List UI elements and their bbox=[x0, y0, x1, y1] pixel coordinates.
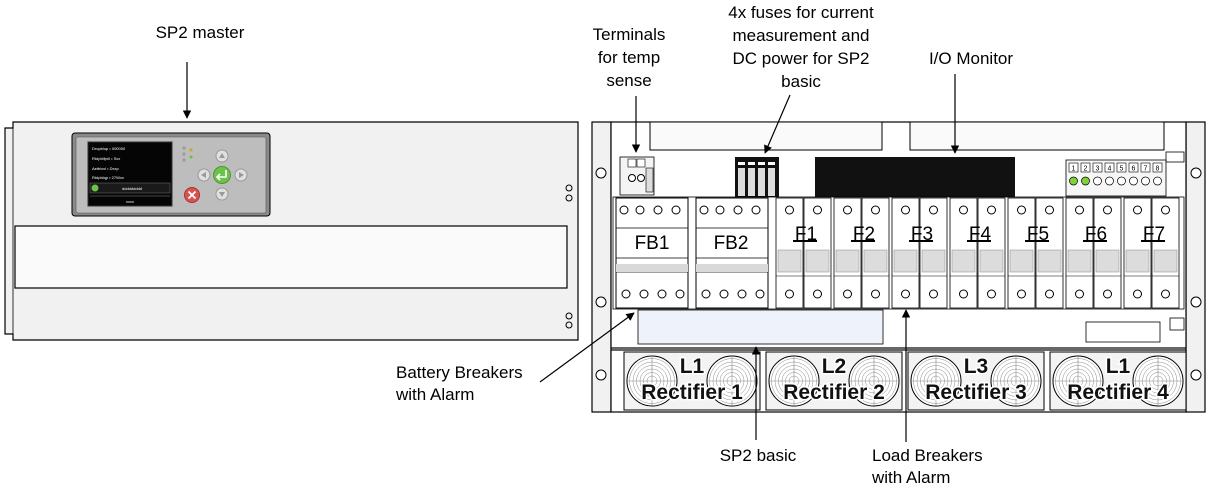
fuses-arrow bbox=[764, 94, 791, 154]
led-indicator bbox=[182, 146, 186, 150]
rectifier-phase: L1 bbox=[1106, 355, 1131, 378]
io-terminal-screw bbox=[1081, 176, 1090, 186]
rectifier-name: Rectifier 2 bbox=[783, 381, 885, 404]
battery-breakers-arrow bbox=[539, 312, 635, 383]
load-breaker-f6: F6 bbox=[1065, 197, 1122, 309]
io-terminal-screw bbox=[1093, 176, 1102, 186]
load-breaker-label: F7 bbox=[1143, 224, 1165, 245]
lcd-footer: xxxx bbox=[126, 199, 134, 204]
enter-icon bbox=[215, 170, 227, 181]
sp2-basic-label: SP2 basic bbox=[720, 446, 797, 465]
io-terminal-number: 1 bbox=[1072, 166, 1076, 173]
up-arrow-icon bbox=[219, 153, 225, 158]
enter-key bbox=[213, 166, 231, 184]
right-arrow-icon bbox=[239, 172, 244, 178]
lcd-row-3: Aetblxxl • Dxxp bbox=[92, 166, 120, 171]
load-breaker-label: F2 bbox=[853, 224, 875, 245]
io-terminal-screw bbox=[1141, 176, 1150, 186]
rectifier-phase: L2 bbox=[822, 355, 847, 378]
load-breaker-label: F6 bbox=[1085, 224, 1107, 245]
led-indicator bbox=[189, 155, 193, 159]
io-terminal-screw bbox=[1153, 176, 1162, 186]
load-breaker-rail: F1 F2 F3 F4 F5 F6 F7 bbox=[775, 197, 1180, 309]
io-terminal-number: 8 bbox=[1156, 166, 1160, 173]
rectifier-name: Rectifier 1 bbox=[641, 381, 743, 404]
lcd-row-1: Dropblup • 000000 bbox=[92, 146, 126, 151]
io-terminal-number: 2 bbox=[1084, 166, 1088, 173]
load-breakers-label-line-1: Load Breakers bbox=[872, 446, 983, 465]
fuses-label-line-3: DC power for SP2 bbox=[733, 49, 870, 68]
lcd-row-4: Rtdpblqp • 27Wxx bbox=[92, 175, 124, 180]
fuses-label-line-1: 4x fuses for current bbox=[728, 3, 874, 22]
load-breaker-f5: F5 bbox=[1007, 197, 1064, 309]
io-monitor-block bbox=[815, 157, 1015, 197]
io-terminal-screw bbox=[1117, 176, 1126, 186]
lcd-status: ddddddddd bbox=[122, 186, 142, 191]
io-terminal-number: 3 bbox=[1096, 166, 1100, 173]
load-breaker-f2: F2 bbox=[833, 197, 890, 309]
lcd-ok-icon bbox=[91, 184, 99, 192]
led-indicator bbox=[189, 148, 193, 152]
rack-ear-left bbox=[591, 121, 612, 413]
load-breaker-f7: F7 bbox=[1123, 197, 1180, 309]
io-monitor-label: I/O Monitor bbox=[929, 49, 1013, 68]
fuses-label-line-2: measurement and bbox=[732, 26, 869, 45]
master-lcd-display: Dropblup • 000000 Rtdpblfpril • Sxx Aetb… bbox=[87, 141, 173, 207]
battery-breakers-label-line-1: Battery Breakers bbox=[396, 363, 523, 382]
io-terminal-screw bbox=[1069, 176, 1078, 186]
load-breaker-label: F5 bbox=[1027, 224, 1049, 245]
temp-sense-terminals bbox=[619, 156, 655, 196]
load-breaker-label: F3 bbox=[911, 224, 933, 245]
fuses-label-line-4: basic bbox=[781, 72, 821, 91]
top-slot-right bbox=[909, 121, 1165, 151]
small-blank-panel bbox=[1085, 321, 1161, 343]
io-terminal-screw bbox=[1129, 176, 1138, 186]
fb2-label: FB2 bbox=[714, 233, 749, 254]
current-measurement-fuses bbox=[735, 157, 779, 197]
load-breaker-f3: F3 bbox=[891, 197, 948, 309]
io-terminal-strip: 1 2 3 4 5 6 7 8 bbox=[1065, 159, 1167, 197]
io-terminal-number: 4 bbox=[1108, 166, 1112, 173]
rectifier-phase: L1 bbox=[680, 355, 705, 378]
left-arrow-icon bbox=[201, 172, 206, 178]
led-indicator bbox=[182, 158, 186, 162]
battery-breaker-fb2: FB2 bbox=[695, 197, 769, 309]
fb1-label: FB1 bbox=[635, 233, 670, 254]
load-breaker-f1: F1 bbox=[775, 197, 832, 309]
master-blank-panel bbox=[14, 225, 568, 289]
top-slot-left bbox=[649, 121, 883, 151]
battery-breakers-label-line-2: with Alarm bbox=[395, 385, 474, 404]
led-indicator bbox=[182, 152, 186, 156]
io-terminal-number: 5 bbox=[1120, 166, 1124, 173]
sp2-master-unit: Dropblup • 000000 Rtdpblfpril • Sxx Aetb… bbox=[4, 121, 579, 341]
master-keypad bbox=[184, 149, 248, 203]
terminals-label-line-1: Terminals bbox=[593, 25, 666, 44]
io-terminal-number: 7 bbox=[1144, 166, 1148, 173]
cancel-x-icon bbox=[187, 190, 197, 200]
load-breaker-label: F1 bbox=[795, 224, 817, 245]
io-terminal-screw bbox=[1105, 176, 1114, 186]
rack-unit: 1 2 3 4 5 6 7 8 FB1 FB2 bbox=[591, 121, 1206, 413]
rectifier-phase: L3 bbox=[964, 355, 989, 378]
load-breaker-label: F4 bbox=[969, 224, 992, 245]
terminals-label-line-2: for temp bbox=[598, 48, 660, 67]
rectifier-name: Rectifier 4 bbox=[1067, 381, 1169, 404]
load-breaker-f4: F4 bbox=[949, 197, 1006, 309]
io-terminal-number: 6 bbox=[1132, 166, 1136, 173]
lcd-row-2: Rtdpblfpril • Sxx bbox=[92, 156, 120, 161]
down-arrow-icon bbox=[219, 192, 225, 197]
sp2-master-label: SP2 master bbox=[156, 23, 245, 42]
rack-ear-right bbox=[1185, 121, 1206, 413]
terminals-label-line-3: sense bbox=[606, 71, 651, 90]
battery-breaker-fb1: FB1 bbox=[615, 197, 689, 309]
load-breakers-label-line-2: with Alarm bbox=[871, 468, 950, 487]
sp2-basic-panel bbox=[637, 309, 884, 345]
rectifier-name: Rectifier 3 bbox=[925, 381, 1027, 404]
